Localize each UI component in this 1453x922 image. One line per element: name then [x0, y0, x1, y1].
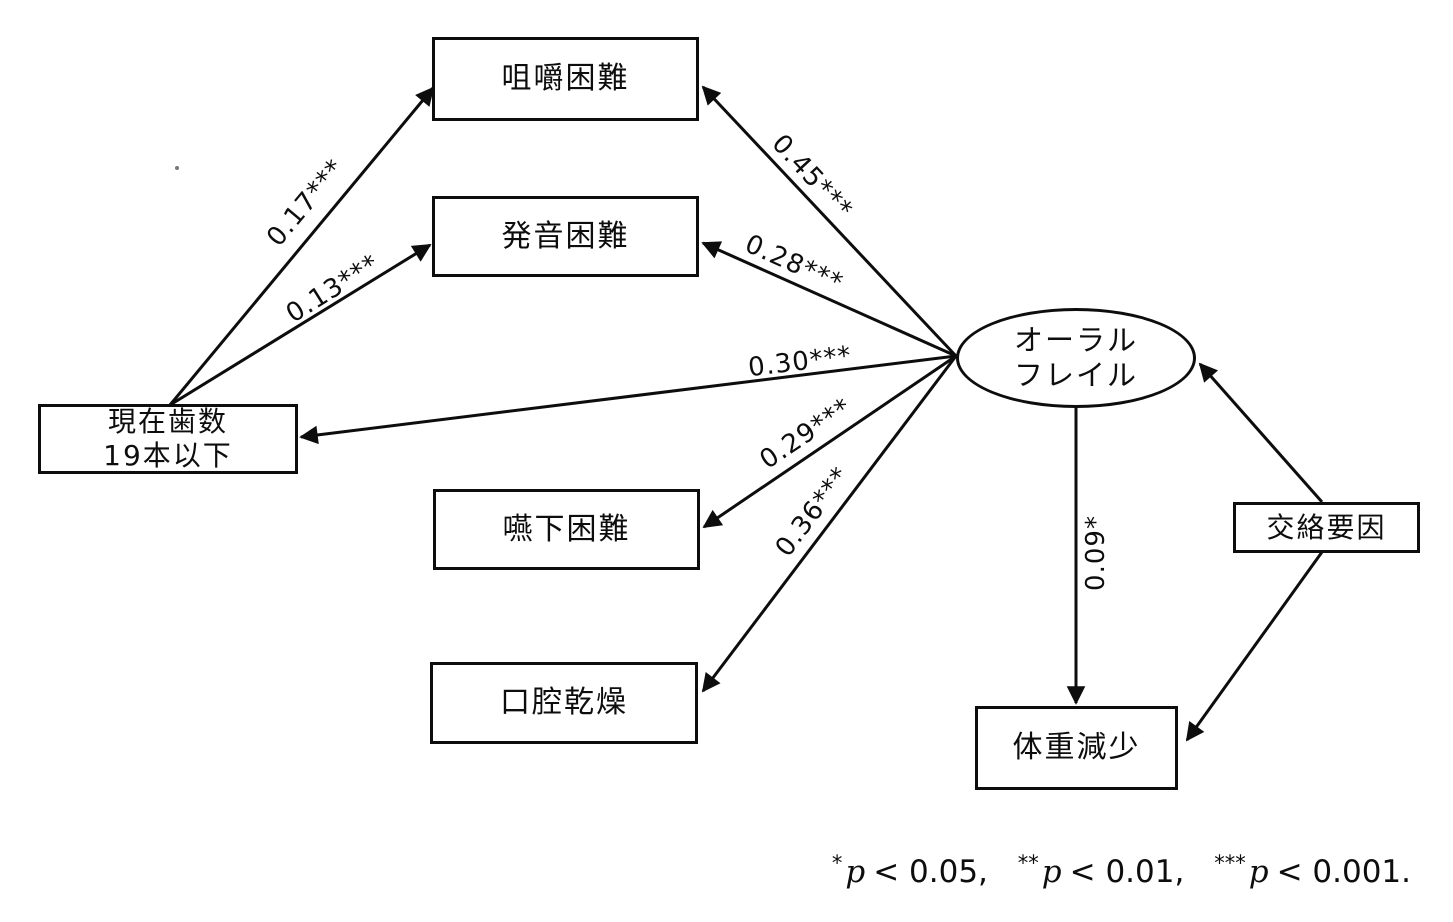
significance-entry-1-symbol: p	[845, 854, 866, 890]
significance-entry-2-comparison: < 0.01,	[1069, 854, 1185, 890]
significance-entry-3-symbol: p	[1248, 854, 1269, 890]
scan-artifact-dot	[175, 166, 179, 170]
node-teeth-count: 現在歯数 19本以下	[38, 404, 298, 474]
node-teeth-count-label-line2: 19本以下	[103, 439, 233, 472]
significance-footnote: *p< 0.05, **p< 0.01, ***p< 0.001.	[832, 851, 1411, 890]
node-chewing-difficulty: 咀嚼困難	[432, 37, 699, 121]
significance-entry-2: **p< 0.01,	[1017, 851, 1185, 890]
node-confounding-factors: 交絡要因	[1233, 502, 1420, 553]
significance-entry-3-stars: ***	[1214, 851, 1246, 875]
arrow-frailty-to-swallowing	[702, 354, 957, 529]
node-dry-mouth-label: 口腔乾燥	[500, 685, 628, 720]
node-confounding-factors-label: 交絡要因	[1266, 510, 1387, 544]
arrow-frailty-to-teeth	[299, 354, 957, 445]
node-pronunciation-difficulty-label: 発音困難	[501, 218, 630, 254]
node-oral-frailty: オーラル フレイル	[956, 308, 1196, 408]
arrow-frailty-to-drymouth	[701, 355, 958, 693]
significance-entry-3: ***p< 0.001.	[1214, 851, 1411, 890]
significance-entry-1: *p< 0.05,	[831, 851, 988, 890]
significance-entry-2-stars: **	[1017, 851, 1039, 875]
arrow-confounders-to-weightloss	[1185, 551, 1324, 742]
significance-entry-1-stars: *	[831, 851, 843, 875]
significance-entry-2-symbol: p	[1041, 854, 1062, 890]
coefficient-frailty-weightloss: 0.09*	[1081, 515, 1111, 591]
arrow-frailty-to-pronunciation	[701, 241, 957, 358]
node-swallowing-difficulty: 嚥下困難	[433, 489, 700, 570]
node-oral-frailty-label-line2: フレイル	[1013, 358, 1138, 392]
node-pronunciation-difficulty: 発音困難	[432, 196, 699, 277]
arrow-confounders-to-frailty	[1198, 362, 1324, 503]
node-weight-loss-label: 体重減少	[1012, 730, 1141, 765]
node-weight-loss: 体重減少	[975, 706, 1178, 790]
node-swallowing-difficulty-label: 嚥下困難	[502, 511, 631, 547]
arrow-teeth-to-pronunciation	[169, 243, 432, 407]
arrow-teeth-to-chewing	[168, 86, 435, 406]
significance-entry-3-comparison: < 0.001.	[1276, 854, 1411, 890]
node-chewing-difficulty-label: 咀嚼困難	[501, 61, 630, 96]
node-dry-mouth: 口腔乾燥	[430, 662, 698, 744]
arrow-frailty-to-chewing	[701, 85, 958, 358]
node-oral-frailty-label-line1: オーラル	[1013, 323, 1138, 358]
significance-entry-1-comparison: < 0.05,	[873, 854, 988, 890]
node-teeth-count-label-line1: 現在歯数	[107, 405, 228, 439]
